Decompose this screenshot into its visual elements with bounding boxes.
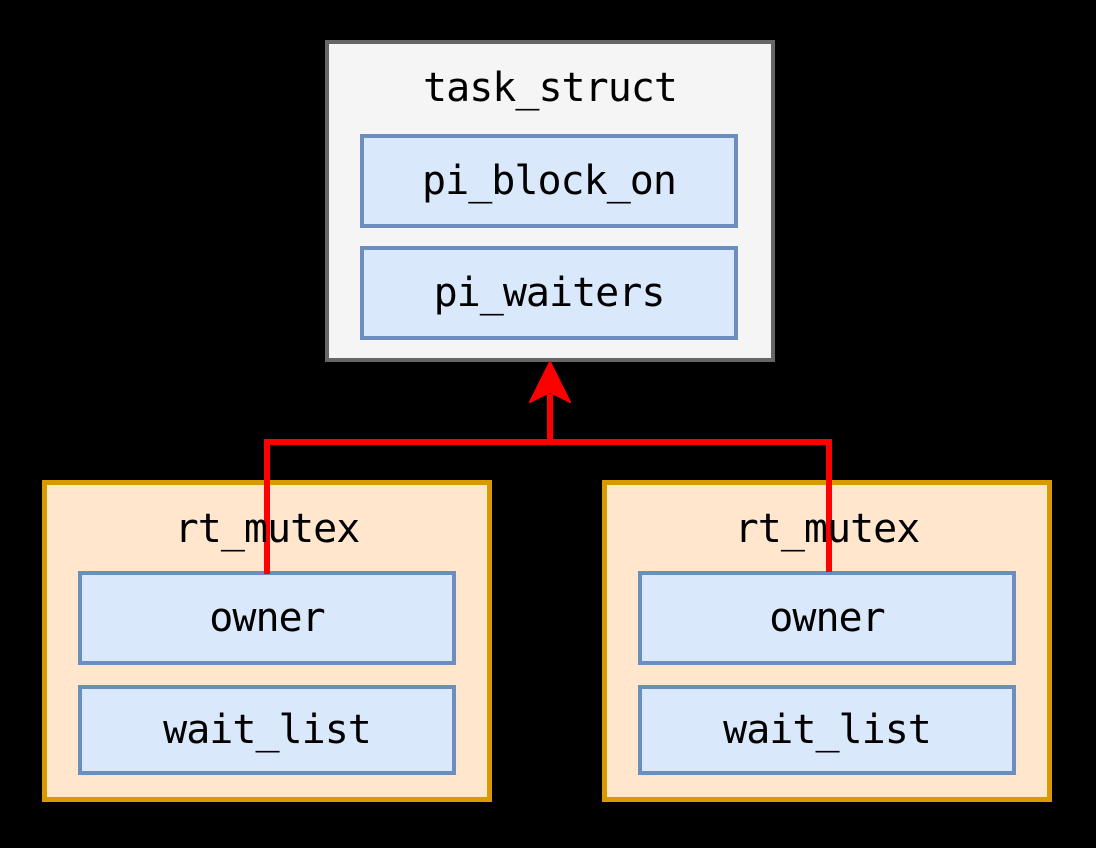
field-pi-waiters: pi_waiters — [360, 246, 738, 340]
node-rt-mutex-right: rt_mutex owner wait_list — [602, 480, 1052, 802]
field-owner-left-label: owner — [209, 595, 325, 641]
field-pi-block-on-label: pi_block_on — [422, 158, 677, 204]
field-wait-list-right-label: wait_list — [723, 707, 932, 753]
task-struct-title: task_struct — [423, 65, 678, 111]
field-wait-list-right: wait_list — [638, 685, 1016, 775]
arrow-head-icon — [529, 361, 571, 403]
field-wait-list-left: wait_list — [78, 685, 456, 775]
field-pi-waiters-label: pi_waiters — [433, 270, 666, 316]
rt-mutex-left-title: rt_mutex — [174, 506, 361, 552]
field-owner-left: owner — [78, 571, 456, 665]
rt-mutex-right-title: rt_mutex — [734, 506, 921, 552]
node-task-struct: task_struct pi_block_on pi_waiters — [325, 40, 775, 362]
field-pi-block-on: pi_block_on — [360, 134, 738, 228]
field-owner-right: owner — [638, 571, 1016, 665]
field-owner-right-label: owner — [769, 595, 885, 641]
node-rt-mutex-left: rt_mutex owner wait_list — [42, 480, 492, 802]
field-wait-list-left-label: wait_list — [163, 707, 372, 753]
